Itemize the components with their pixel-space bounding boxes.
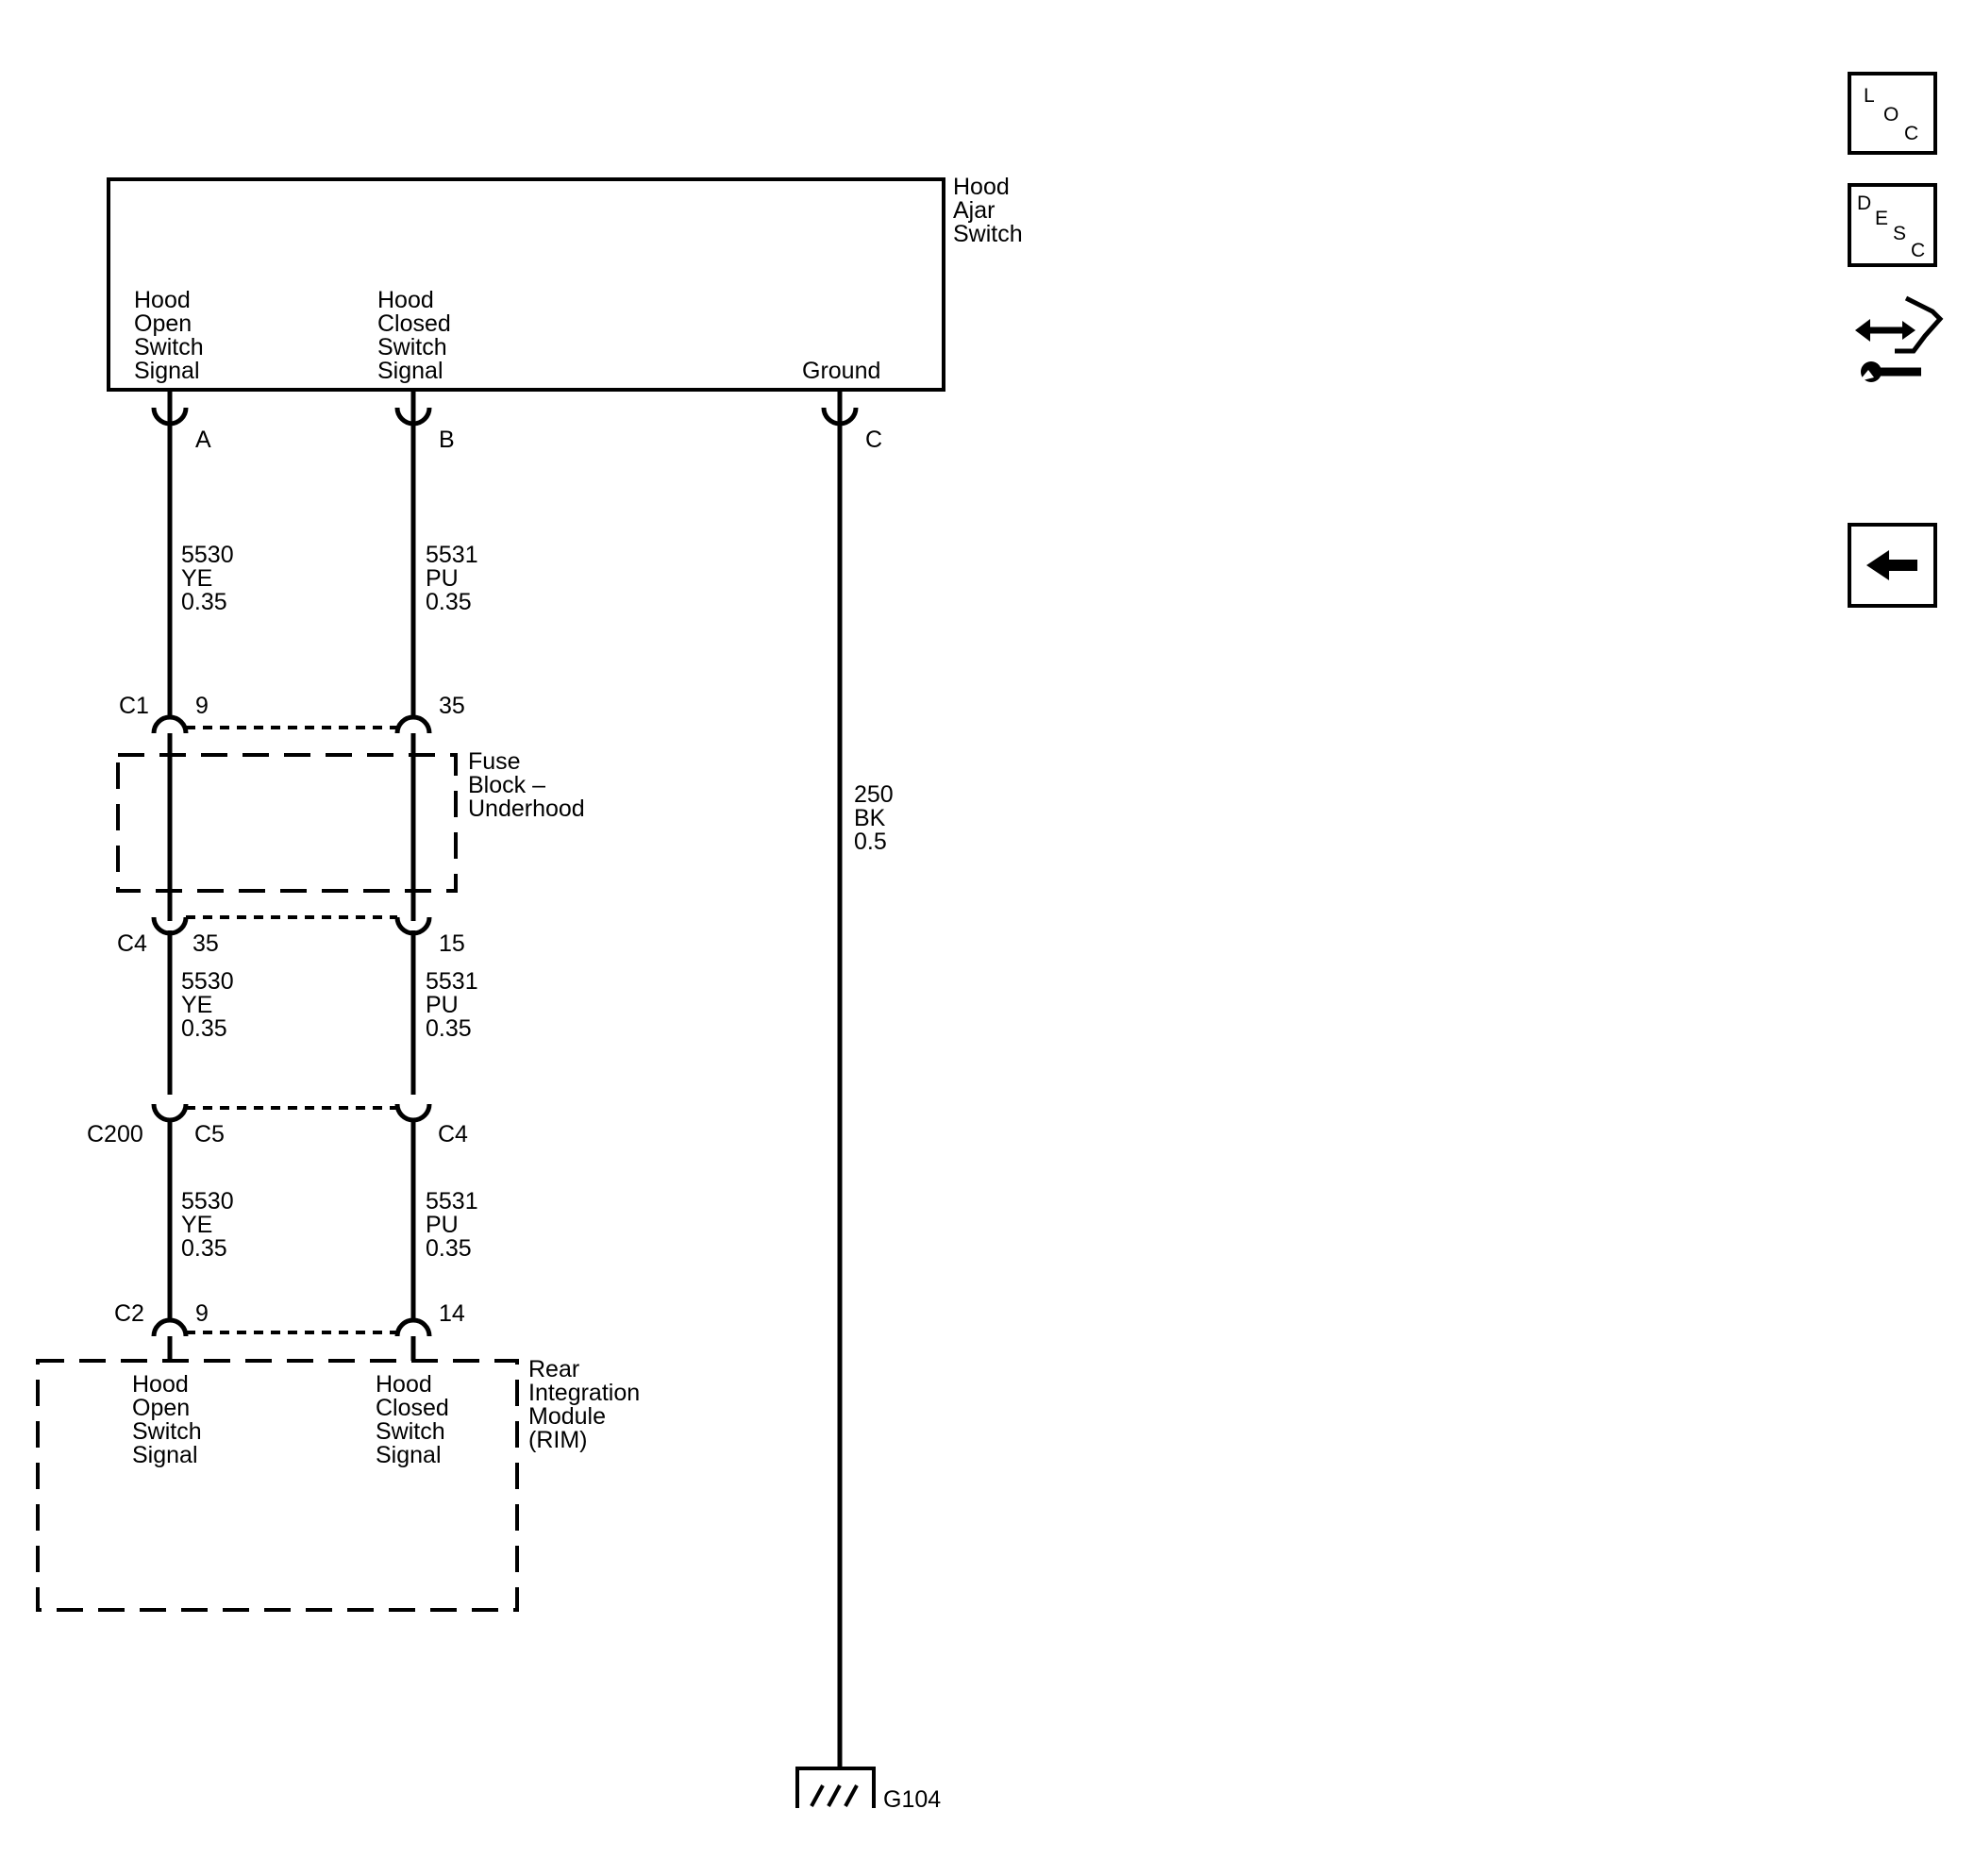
switch-pin-b-label-1: Hood	[377, 287, 434, 313]
rim-name-4: (RIM)	[528, 1427, 587, 1453]
back-arrow-icon	[1866, 550, 1917, 580]
fuse-block-name-1: Fuse	[468, 748, 521, 775]
wire-purple-2-circuit: 5531	[426, 968, 478, 995]
switch-pin-a-label-3: Switch	[134, 334, 204, 360]
loc-button[interactable]: L O C	[1848, 72, 1937, 155]
desc-letter-d: D	[1857, 193, 1871, 214]
rim-pin-b: 14	[439, 1300, 465, 1327]
switch-pin-a-label-4: Signal	[134, 358, 200, 384]
switch-pin-b-label-3: Switch	[377, 334, 447, 360]
switch-pin-a-label-1: Hood	[134, 287, 191, 313]
wire-ground-gauge: 0.5	[854, 829, 887, 855]
ground-point-label: G104	[883, 1786, 941, 1813]
wire-yellow-3-circuit: 5530	[181, 1188, 234, 1214]
rim-box	[36, 1359, 519, 1612]
wire-purple-3-gauge: 0.35	[426, 1235, 472, 1262]
fuse-bottom-pin-b: 15	[439, 930, 465, 957]
wire-purple-2-gauge: 0.35	[426, 1015, 472, 1042]
switch-pin-c-label: Ground	[802, 358, 880, 384]
fuse-top-pin-b: 35	[439, 693, 465, 719]
desc-letter-e: E	[1875, 208, 1888, 229]
rim-name-2: Integration	[528, 1380, 640, 1406]
wire-purple-1-color: PU	[426, 565, 459, 592]
rim-pin-b-label-3: Switch	[376, 1418, 445, 1445]
fuse-top-connector: C1	[119, 693, 149, 719]
wire-yellow-2-circuit: 5530	[181, 968, 234, 995]
rim-pin-a-label-3: Switch	[132, 1418, 202, 1445]
rim-pin-a-label-2: Open	[132, 1395, 190, 1421]
inline-connector-pin-b: C4	[438, 1121, 468, 1147]
wire-yellow-1-gauge: 0.35	[181, 589, 227, 615]
fuse-bottom-pin-a: 35	[192, 930, 219, 957]
wire-yellow-3-gauge: 0.35	[181, 1235, 227, 1262]
rim-pin-a: 9	[195, 1300, 209, 1327]
wire-yellow-2-gauge: 0.35	[181, 1015, 227, 1042]
wire-yellow-1-circuit: 5530	[181, 542, 234, 568]
wire-yellow-2-color: YE	[181, 992, 212, 1018]
rim-connector: C2	[114, 1300, 144, 1327]
switch-pin-a-label-2: Open	[134, 310, 192, 337]
wire-yellow-3-color: YE	[181, 1212, 212, 1238]
wire-purple-1-circuit: 5531	[426, 542, 478, 568]
loc-letter-l: L	[1864, 85, 1875, 107]
loc-letter-o: O	[1883, 104, 1899, 126]
rim-name-3: Module	[528, 1403, 606, 1430]
desc-letter-c: C	[1911, 240, 1925, 261]
wire-yellow-1-color: YE	[181, 565, 212, 592]
desc-letter-s: S	[1893, 223, 1906, 244]
pin-b-letter: B	[439, 427, 455, 453]
switch-name-line2: Ajar	[953, 197, 995, 224]
switch-name-line3: Switch	[953, 221, 1023, 247]
rim-name-1: Rear	[528, 1356, 579, 1382]
fuse-top-pin-a: 9	[195, 693, 209, 719]
wire-purple-1-gauge: 0.35	[426, 589, 472, 615]
wire-purple-3-circuit: 5531	[426, 1188, 478, 1214]
desc-button[interactable]: D E S C	[1848, 183, 1937, 267]
switch-name-line1: Hood	[953, 174, 1010, 200]
switch-pin-b-label-4: Signal	[377, 358, 443, 384]
rim-pin-b-label-1: Hood	[376, 1371, 432, 1398]
inline-connector-pin-a: C5	[194, 1121, 225, 1147]
fuse-block-name-2: Block –	[468, 772, 545, 798]
connector-c2	[151, 1317, 432, 1361]
hood-ajar-switch-box	[107, 177, 945, 392]
switch-pin-b-label-2: Closed	[377, 310, 451, 337]
rim-pin-a-label-1: Hood	[132, 1371, 189, 1398]
inline-connector-name: C200	[87, 1121, 143, 1147]
ground-symbol-icon	[795, 1767, 876, 1808]
connector-c200	[151, 1103, 432, 1123]
connector-c1	[151, 714, 432, 734]
loc-letter-c: C	[1904, 123, 1918, 144]
pin-a-letter: A	[195, 427, 211, 453]
pin-c-letter: C	[865, 427, 882, 453]
fuse-block-name-3: Underhood	[468, 796, 585, 822]
wire-purple-3-color: PU	[426, 1212, 459, 1238]
rim-pin-a-label-4: Signal	[132, 1442, 198, 1468]
rim-pin-b-label-2: Closed	[376, 1395, 449, 1421]
rim-pin-b-label-4: Signal	[376, 1442, 442, 1468]
wire-purple-2-color: PU	[426, 992, 459, 1018]
wire-ground-color: BK	[854, 805, 886, 831]
fuse-bottom-connector: C4	[117, 930, 147, 957]
back-button[interactable]	[1848, 523, 1937, 608]
fuse-block-box	[116, 753, 458, 893]
wire-ground-circuit: 250	[854, 781, 894, 808]
connector-end-view-icon[interactable]	[1855, 295, 1944, 382]
